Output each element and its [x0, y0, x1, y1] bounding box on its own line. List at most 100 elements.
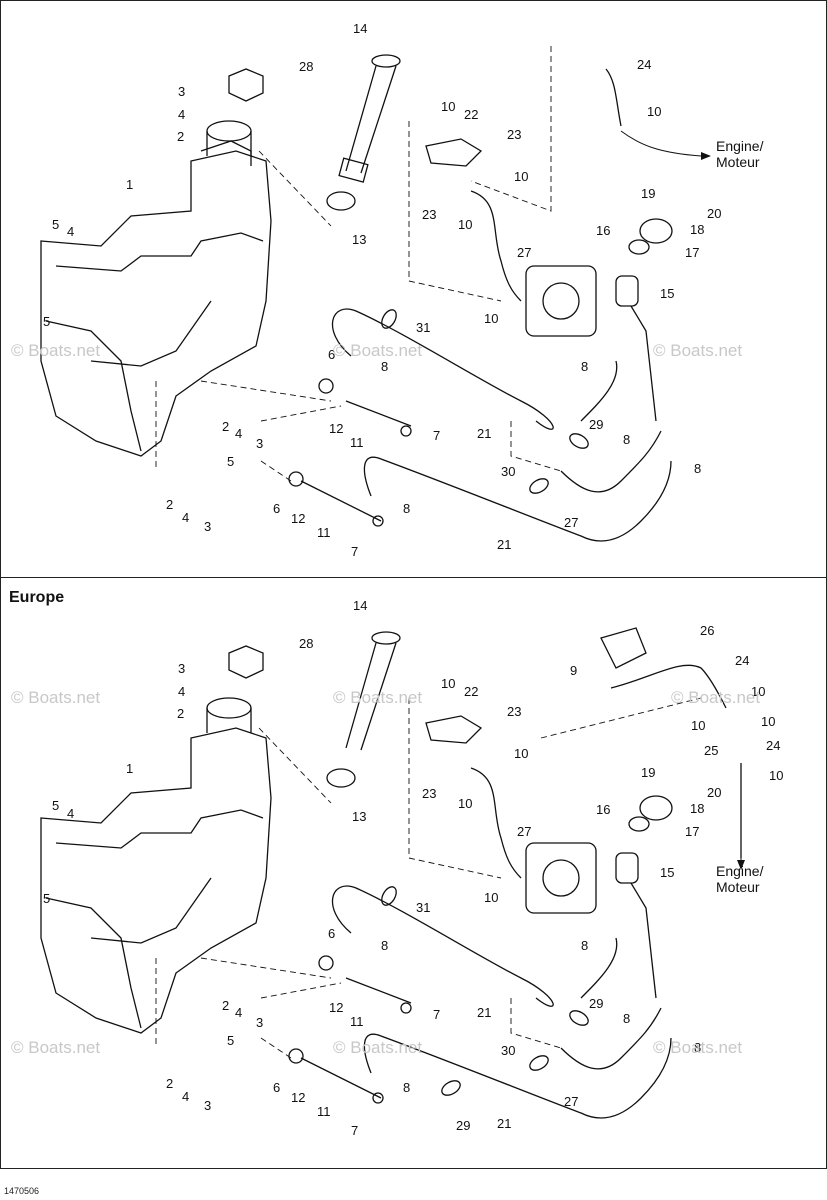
callout: 12 [329, 1000, 343, 1015]
callout: 10 [514, 746, 528, 761]
callout: 10 [761, 714, 775, 729]
callout: 15 [660, 865, 674, 880]
callout: 5 [227, 454, 234, 469]
callout: 23 [422, 786, 436, 801]
callout: 6 [328, 926, 335, 941]
callout: 2 [222, 419, 229, 434]
callout: 8 [623, 432, 630, 447]
fuel-hose-21b [363, 456, 672, 542]
watermark: © Boats.net [11, 341, 100, 360]
fuel-hose-21b [363, 1033, 672, 1119]
fuel-hose-21a [331, 885, 554, 1007]
callout: 20 [707, 206, 721, 221]
callout: 2 [222, 998, 229, 1013]
filler-neck [206, 697, 252, 719]
callout: 3 [204, 519, 211, 534]
callout: 31 [416, 320, 430, 335]
callout: 22 [464, 107, 478, 122]
callout-labels-europe: 14 28 3 4 2 1 5 4 5 13 10 22 23 10 23 10… [43, 598, 783, 1138]
callout: 8 [381, 359, 388, 374]
callout: 28 [299, 59, 313, 74]
drawing-id: 1470506 [4, 1186, 40, 1196]
fuel-pump [615, 852, 639, 884]
vent-hose-26 [610, 664, 727, 709]
callout: 11 [317, 525, 331, 540]
engine-note-line2: Moteur [716, 879, 760, 895]
callout: 4 [67, 806, 74, 821]
callout: 29 [589, 996, 603, 1011]
fuel-tank-body [40, 150, 272, 457]
callout: 12 [329, 421, 343, 436]
fuel-pump [615, 275, 639, 307]
callout: 6 [273, 1080, 280, 1095]
callout: 2 [166, 1076, 173, 1091]
callout: 10 [751, 684, 765, 699]
watermark: © Boats.net [653, 341, 742, 360]
callout: 5 [52, 798, 59, 813]
charcoal-canister [600, 627, 647, 669]
callout: 10 [691, 718, 705, 733]
fuel-hose-21a [331, 308, 554, 430]
callout: 28 [299, 636, 313, 651]
callout: 17 [685, 245, 699, 260]
callout: 10 [458, 796, 472, 811]
watermark: © Boats.net [333, 688, 422, 707]
callout: 1 [126, 177, 133, 192]
exploded-view-standard: 14 28 3 4 2 1 5 4 5 13 10 22 23 10 23 10… [11, 21, 764, 559]
carburetor [525, 265, 597, 337]
engine-note-line2: Moteur [716, 154, 760, 170]
callout: 4 [178, 684, 185, 699]
callout: 10 [458, 217, 472, 232]
callout: 8 [694, 461, 701, 476]
callout: 7 [351, 1123, 358, 1138]
fuel-tank-body [40, 727, 272, 1034]
callout: 4 [178, 107, 185, 122]
vent-valve [425, 715, 483, 744]
callout: 8 [403, 1080, 410, 1095]
engine-note-line1: Engine/ [716, 863, 764, 879]
callout: 3 [178, 661, 185, 676]
callout: 3 [256, 1015, 263, 1030]
callout: 11 [350, 435, 364, 450]
callout: 8 [581, 938, 588, 953]
callout: 19 [641, 186, 655, 201]
callout: 23 [422, 207, 436, 222]
watermark: © Boats.net [333, 1038, 422, 1057]
callout: 18 [690, 801, 704, 816]
carburetor [525, 842, 597, 914]
callout: 30 [501, 1043, 515, 1058]
callout: 29 [589, 417, 603, 432]
callout: 13 [352, 232, 366, 247]
hose-24 [605, 68, 622, 127]
filler-neck [206, 120, 252, 142]
hose-27b [560, 1007, 662, 1070]
callout: 11 [350, 1014, 364, 1029]
callout: 2 [177, 129, 184, 144]
callout: 4 [182, 1089, 189, 1104]
callout: 8 [581, 359, 588, 374]
watermark: © Boats.net [671, 688, 760, 707]
callout: 10 [514, 169, 528, 184]
exploded-view-europe: Europe [9, 589, 783, 1138]
watermark: © Boats.net [11, 688, 100, 707]
callout: 10 [647, 104, 661, 119]
callout: 14 [353, 598, 367, 613]
callout: 21 [497, 1116, 511, 1131]
callout: 5 [227, 1033, 234, 1048]
callout: 8 [694, 1040, 701, 1055]
callout: 7 [433, 428, 440, 443]
callout: 8 [381, 938, 388, 953]
fuel-gauge-sender [371, 631, 401, 645]
fuel-cap [228, 645, 264, 679]
callout: 18 [690, 222, 704, 237]
callout: 10 [769, 768, 783, 783]
callout: 24 [735, 653, 749, 668]
callout: 31 [416, 900, 430, 915]
callout: 10 [484, 311, 498, 326]
fuel-gauge-sender [371, 54, 401, 68]
callout: 21 [477, 1005, 491, 1020]
hose-27b [560, 430, 662, 493]
callout: 7 [433, 1007, 440, 1022]
callout: 16 [596, 802, 610, 817]
callout: 2 [177, 706, 184, 721]
